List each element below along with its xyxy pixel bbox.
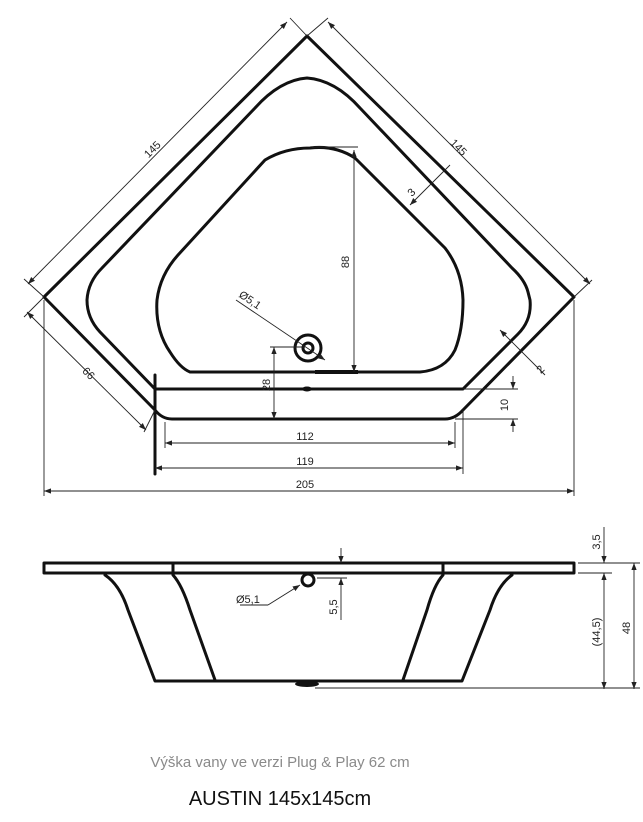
deck-inner-outline (85, 76, 532, 391)
drain-inner-icon (301, 341, 315, 355)
dim-rim-width: 3 (405, 186, 418, 199)
dim-drain-diameter: Ø5,1 (236, 289, 262, 312)
dim-inner-depth: (44,5) (591, 618, 603, 647)
top-view: 145 145 3 88 Ø5,1 66 2 10 28 112 119 (23, 17, 593, 496)
dim-front-10: 10 (499, 399, 511, 411)
dim-overflow-diameter: Ø5,1 (236, 594, 260, 606)
dim-side-left: 145 (142, 139, 163, 160)
side-view: Ø5,1 5,5 3,5 (44,5) 48 (42, 527, 640, 689)
dim-width-112: 112 (296, 431, 314, 443)
plug-and-play-height-note: Výška vany ve verzi Plug & Play 62 cm (150, 754, 410, 771)
product-title: AUSTIN 145x145cm (188, 788, 372, 810)
dim-depth-88: 88 (340, 256, 352, 268)
dim-width-119: 119 (296, 456, 314, 468)
dim-rim-thickness: 3,5 (591, 534, 603, 549)
dim-rim-2: 2 (534, 363, 547, 376)
dim-side-right: 145 (447, 137, 468, 158)
overflow-mark (302, 386, 312, 392)
outer-rim-outline (42, 34, 576, 421)
dim-overflow-offset: 5,5 (328, 599, 340, 614)
tub-body-profile (103, 573, 514, 683)
basin-outline (155, 146, 465, 374)
drain-outlet (295, 681, 319, 687)
dim-total-width: 205 (296, 479, 314, 491)
overflow-icon (300, 572, 316, 588)
rim-profile (42, 561, 576, 575)
dim-drain-offset: 28 (261, 379, 273, 391)
drain-icon (293, 333, 323, 363)
dim-total-height: 48 (621, 622, 633, 634)
dim-front-66: 66 (80, 365, 97, 382)
